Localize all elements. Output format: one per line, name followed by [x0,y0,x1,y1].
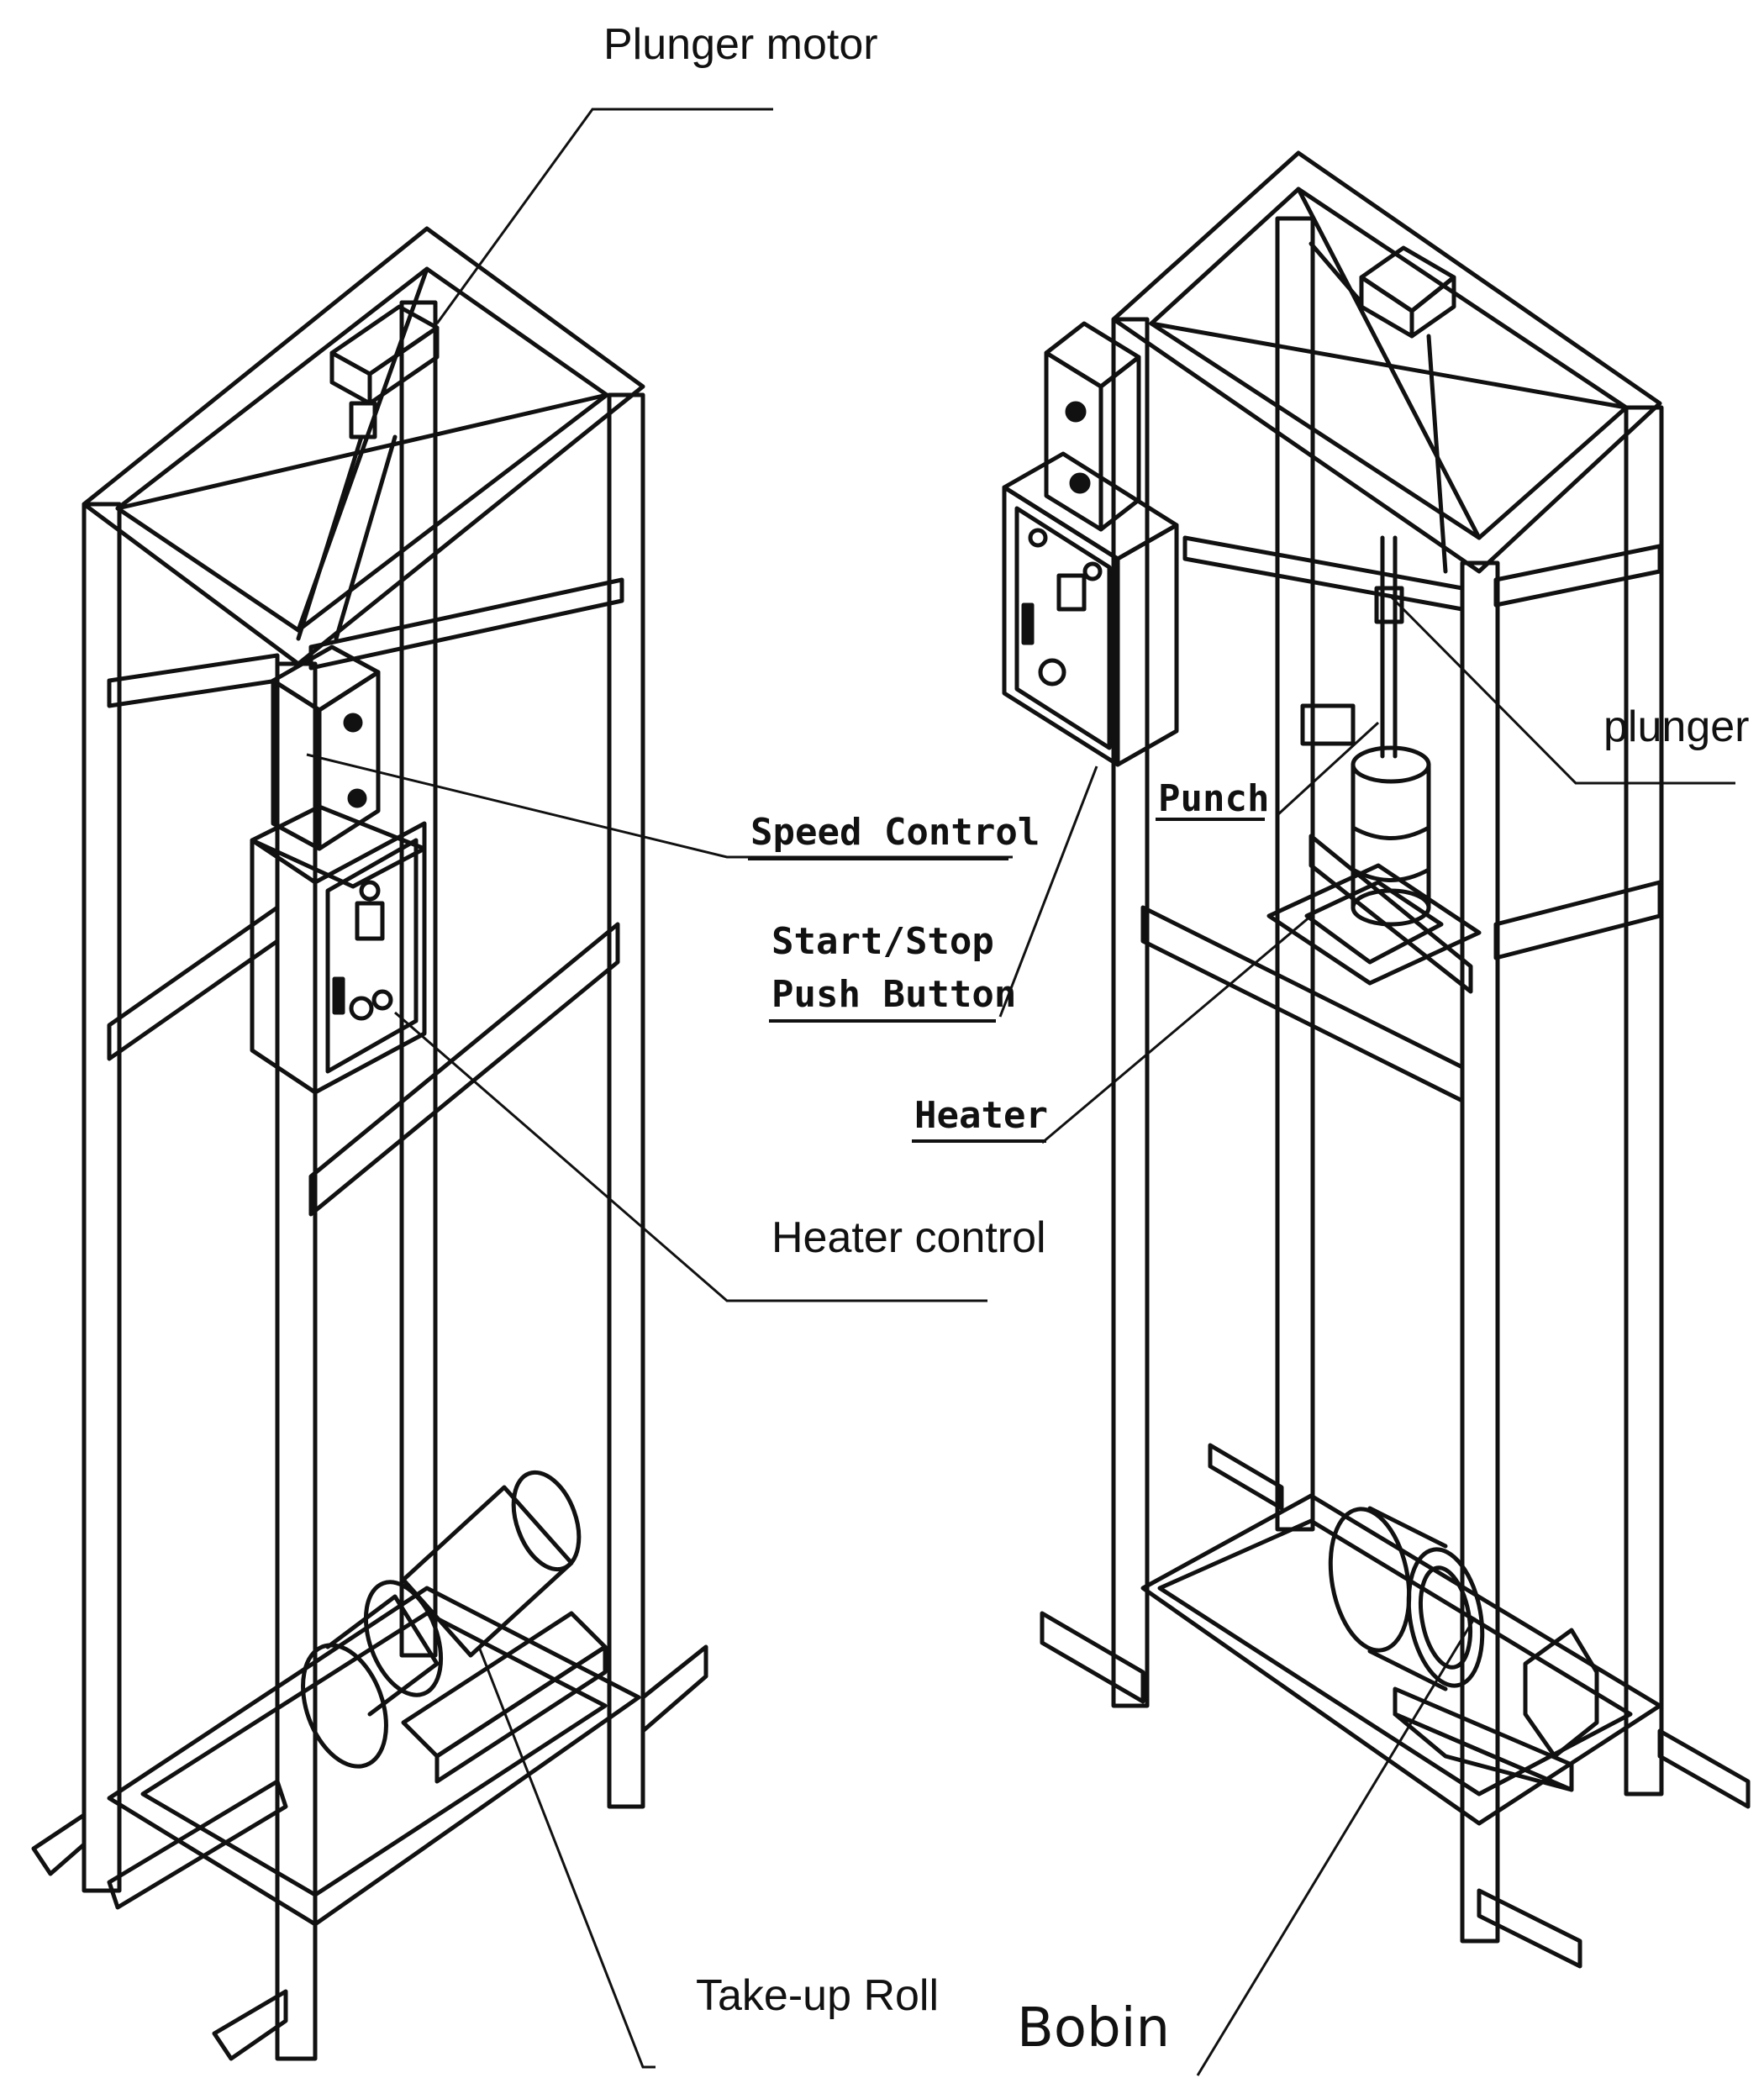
left-base-foot [31,1812,87,1876]
right-right-post [1624,405,1664,1797]
right-left-post [1111,317,1150,1708]
label-punch: Punch [1158,777,1269,820]
right-bobin-motor [1523,1628,1599,1759]
leader-lines [306,108,1735,2076]
right-top-frame [1111,150,1662,574]
right-speed-control-box [1044,321,1141,389]
right-bobin [1328,1507,1412,1653]
right-bottom-frame [1140,1493,1662,1826]
label-take-up-roll: Take-up Roll [696,1971,939,2020]
right-start-stop-button [1056,573,1087,612]
right-heater-platform [1266,863,1482,986]
left-front-post [275,661,318,2061]
left-take-up-roll [301,1643,388,1769]
label-plunger: plunger [1603,702,1749,751]
left-bottom-frame [107,1586,641,1927]
left-mid-rail [107,905,280,1061]
left-right-post [607,392,645,1809]
label-heater-control: Heater control [771,1213,1046,1262]
label-plunger-motor: Plunger motor [603,20,878,69]
right-base-foot [1040,1611,1145,1704]
label-speed-control: Speed Control [750,811,1040,854]
right-mid-rail [1140,905,1465,1103]
left-start-stop-button [355,901,385,941]
label-bobin: Bobin [1017,1997,1170,2060]
label-start-stop-line1: Start/Stop [771,920,994,963]
left-back-post [399,300,438,1658]
right-front-post [1460,560,1500,1944]
left-corner-post [82,502,122,1893]
right-heater-cylinder [1351,745,1431,784]
left-top-frame [82,226,645,666]
label-start-stop-line2: Push Button [771,973,1016,1016]
right-plunger-motor [1359,245,1456,313]
left-machine [31,226,708,2061]
right-machine [1002,150,1751,1969]
label-heater: Heater [914,1094,1048,1137]
